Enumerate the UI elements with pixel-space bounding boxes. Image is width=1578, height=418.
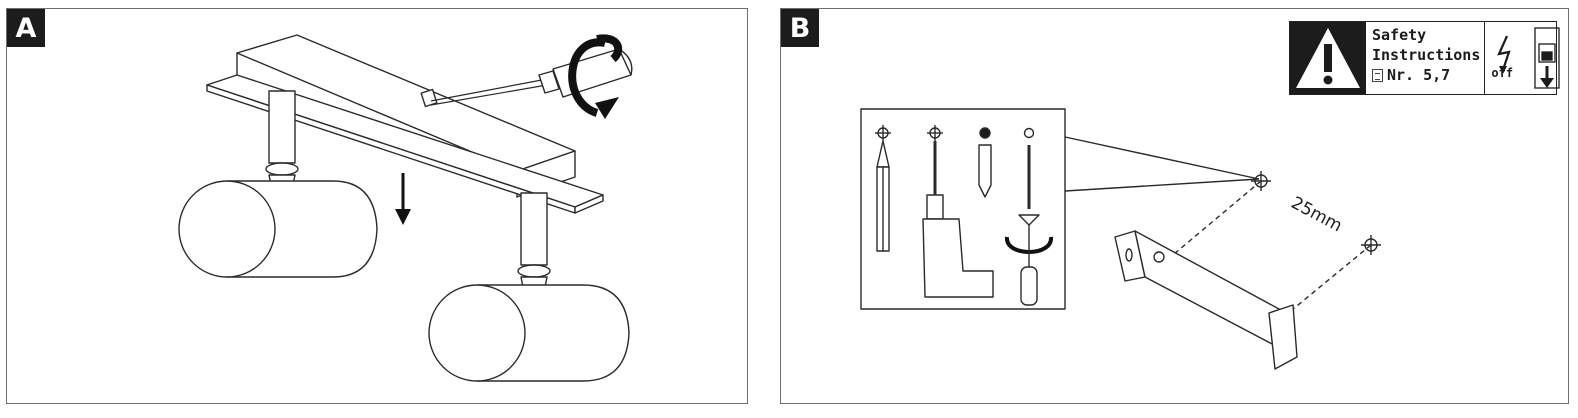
safety-instructions-box: Safety Instructions Nr. 5,7: [1289, 21, 1561, 95]
screwdriver-icon: [420, 48, 633, 108]
lightning-icon: [1497, 35, 1512, 74]
pencil-icon: [875, 125, 891, 252]
alignment-line-2: [1280, 244, 1372, 320]
panel-b-illustration: [860, 108, 1381, 370]
down-arrow-icon: [395, 173, 411, 225]
base-plate: [206, 74, 604, 214]
screw-and-screwdriver-icon: [1005, 127, 1053, 306]
circuit-breaker-icon: [1534, 27, 1561, 89]
spot-1-cylinder: [178, 180, 378, 278]
panel-a-label: A: [7, 9, 45, 47]
warning-triangle-icon: [1290, 22, 1366, 94]
power-off-panel: off: [1484, 22, 1565, 94]
document-icon: [1372, 68, 1383, 82]
drill-icon: [922, 125, 994, 298]
safety-text: Safety Instructions Nr. 5,7: [1366, 22, 1484, 94]
dowel-icon: [978, 127, 992, 198]
safety-line-2: Instructions: [1372, 46, 1481, 64]
safety-line-1: Safety: [1372, 26, 1427, 44]
spot-2-stem: [517, 192, 551, 288]
mounting-bracket: [1114, 230, 1298, 370]
spot-1-stem: [265, 90, 299, 186]
panel-a: A: [6, 8, 748, 404]
panel-a-illustration: [178, 34, 633, 382]
safety-reference-text: Nr. 5,7: [1387, 66, 1451, 84]
safety-reference: Nr. 5,7: [1372, 65, 1480, 85]
panel-b-label: B: [781, 9, 819, 47]
alignment-line-1: [1160, 180, 1262, 266]
off-label: off: [1491, 66, 1514, 80]
rotation-arrow-icon: [568, 34, 623, 119]
panel-b: B Safety Instructions Nr. 5,7: [780, 8, 1569, 404]
spot-2-cylinder: [428, 284, 630, 382]
